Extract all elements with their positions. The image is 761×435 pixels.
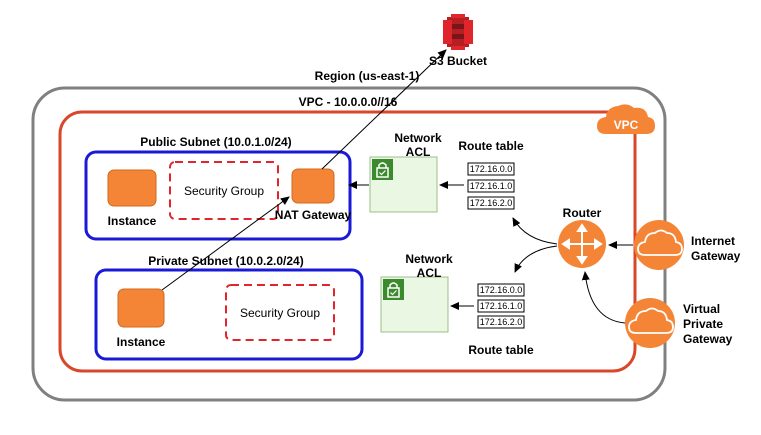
network-acl-bottom-label-2: ACL: [417, 266, 442, 280]
vpc-badge-label: VPC: [614, 118, 639, 132]
connector-vgw-to-router: [581, 271, 626, 324]
internet-gateway-label-1: Internet: [691, 234, 735, 248]
network-acl-bottom-label-1: Network: [405, 252, 453, 266]
s3-bucket-label: S3 Bucket: [429, 54, 487, 68]
lock-icon: [383, 279, 404, 300]
connector-instance-to-nat: [161, 196, 290, 291]
virtual-private-gateway-icon: [625, 298, 675, 348]
vpc-cloud-icon: VPC: [597, 104, 655, 134]
route-table-top-row: 172.16.1.0: [470, 181, 513, 191]
route-table-top-row: 172.16.0.0: [470, 164, 513, 174]
route-table-top: 172.16.0.0 172.16.1.0 172.16.2.0: [467, 162, 515, 210]
nat-gateway-label: NAT Gateway: [275, 208, 352, 222]
router-label: Router: [563, 206, 602, 220]
private-security-group: [225, 284, 335, 341]
route-table-bottom-label: Route table: [468, 343, 534, 357]
private-instance-label: Instance: [117, 335, 166, 349]
connector-router-to-route-bottom: [514, 245, 558, 273]
public-subnet-label: Public Subnet (10.0.1.0/24): [140, 135, 291, 149]
nat-gateway-icon: [291, 168, 335, 204]
private-instance-icon: [117, 288, 165, 328]
route-table-top-row: 172.16.2.0: [470, 198, 513, 208]
connector-router-to-route-top: [512, 217, 558, 245]
s3-bucket-icon: [443, 14, 473, 50]
network-acl-top: [369, 156, 438, 213]
network-acl-top-label-1: Network: [394, 131, 442, 145]
vpc-label: VPC - 10.0.0.0//16: [299, 95, 398, 109]
virtual-private-gateway-label-1: Virtual: [683, 302, 720, 316]
region-label: Region (us-east-1): [315, 69, 420, 83]
public-security-group-label: Security Group: [184, 184, 264, 198]
internet-gateway-label-2: Gateway: [691, 249, 741, 263]
route-table-bottom-row: 172.16.2.0: [480, 317, 523, 327]
route-table-top-label: Route table: [458, 139, 524, 153]
virtual-private-gateway-label-2: Private: [683, 317, 723, 331]
virtual-private-gateway-label-3: Gateway: [683, 332, 733, 346]
public-instance-label: Instance: [108, 214, 157, 228]
private-subnet-boundary: [94, 268, 364, 361]
public-instance-icon: [107, 169, 157, 207]
private-security-group-label: Security Group: [240, 306, 320, 320]
connector-nat-to-s3: [321, 49, 447, 170]
lock-icon: [372, 159, 393, 180]
public-subnet-boundary: [84, 150, 352, 241]
private-subnet-label: Private Subnet (10.0.2.0/24): [148, 254, 303, 268]
router-icon: [558, 220, 606, 268]
internet-gateway-icon: [634, 220, 684, 270]
public-security-group: [169, 161, 279, 220]
route-table-bottom: 172.16.0.0 172.16.1.0 172.16.2.0: [477, 283, 525, 329]
network-acl-top-label-2: ACL: [406, 145, 431, 159]
route-table-bottom-row: 172.16.0.0: [480, 285, 523, 295]
route-table-bottom-row: 172.16.1.0: [480, 301, 523, 311]
